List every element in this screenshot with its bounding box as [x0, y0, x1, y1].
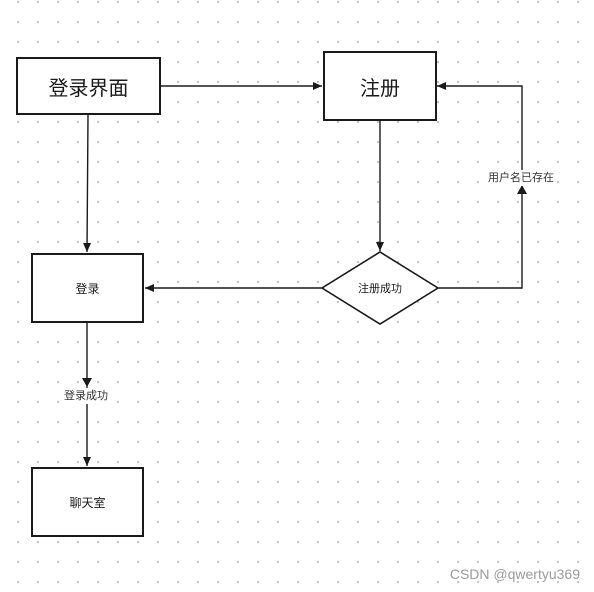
node-register: 注册 — [323, 51, 437, 121]
node-chatroom-label: 聊天室 — [69, 495, 106, 510]
node-login-ui-label: 登录界面 — [48, 75, 129, 100]
edge-loginui-to-login — [83, 114, 92, 253]
node-login: 登录 — [31, 253, 144, 323]
node-login-label: 登录 — [75, 281, 100, 296]
login-success-arrowhead-icon — [82, 378, 92, 387]
decision-register-success-diamond — [320, 251, 440, 325]
node-chatroom: 聊天室 — [31, 467, 144, 537]
node-register-label: 注册 — [360, 75, 400, 100]
node-login-ui: 登录界面 — [16, 57, 161, 115]
edge-label-login-success: 登录成功 — [62, 388, 110, 404]
edge-decision-to-register-loop — [437, 82, 523, 289]
edge-label-user-exists: 用户名已存在 — [486, 170, 556, 186]
loop-arrowhead-icon — [517, 185, 527, 194]
watermark: CSDN @qwertyu369 — [449, 566, 580, 582]
